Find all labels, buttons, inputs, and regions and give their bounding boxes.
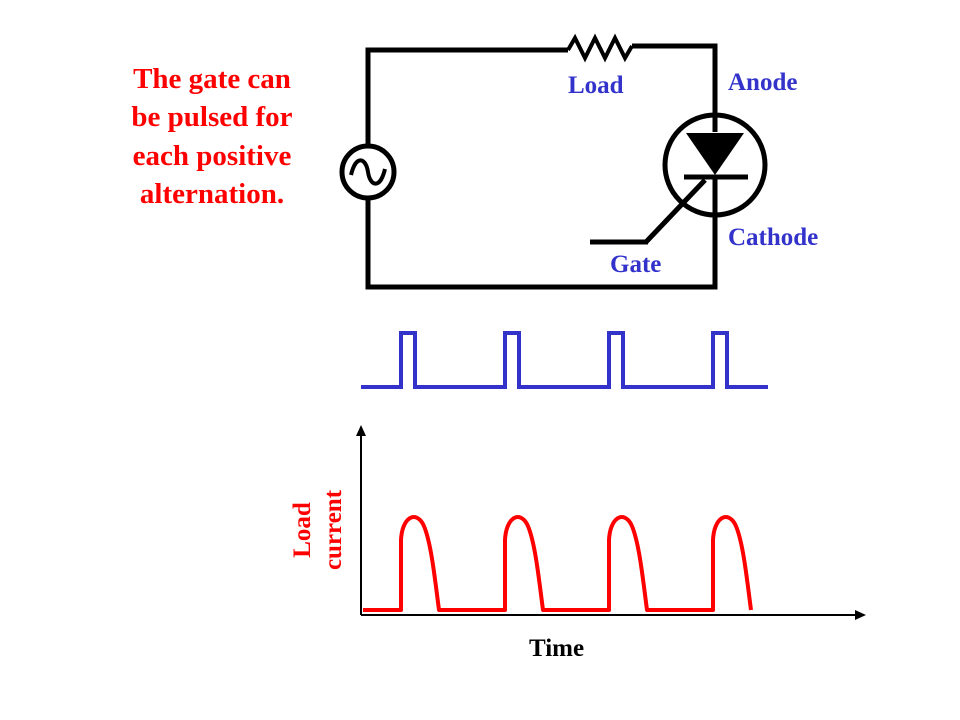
- scr-symbol-icon: [590, 112, 768, 245]
- load-current-line: [363, 515, 753, 612]
- circuit-wires: [365, 43, 718, 290]
- load-label: Load: [568, 72, 624, 99]
- resistor-zigzag: [566, 33, 634, 63]
- caption-line-3: each positive: [132, 139, 292, 172]
- caption-line-1: The gate can: [133, 63, 291, 95]
- y-axis-arrow: [356, 425, 366, 436]
- chart-axes: [356, 425, 866, 620]
- gate-label: Gate: [610, 251, 662, 278]
- gate-pulse-train: [361, 331, 768, 389]
- caption-line-4: alternation.: [139, 177, 285, 210]
- cathode-label: Cathode: [728, 224, 819, 251]
- caption-text: The gate can be pulsed for each positive…: [92, 60, 332, 213]
- caption-line-2: be pulsed for: [131, 101, 293, 134]
- ac-source-icon: [339, 143, 397, 201]
- y-axis-label-text: Load current: [288, 489, 347, 571]
- x-axis-arrow: [855, 610, 866, 620]
- gate-pulse-line: [361, 331, 768, 389]
- x-axis-label: Time: [529, 635, 585, 662]
- anode-label: Anode: [728, 69, 798, 96]
- wire-loop: [365, 43, 718, 290]
- load-current-waveform: [363, 515, 753, 612]
